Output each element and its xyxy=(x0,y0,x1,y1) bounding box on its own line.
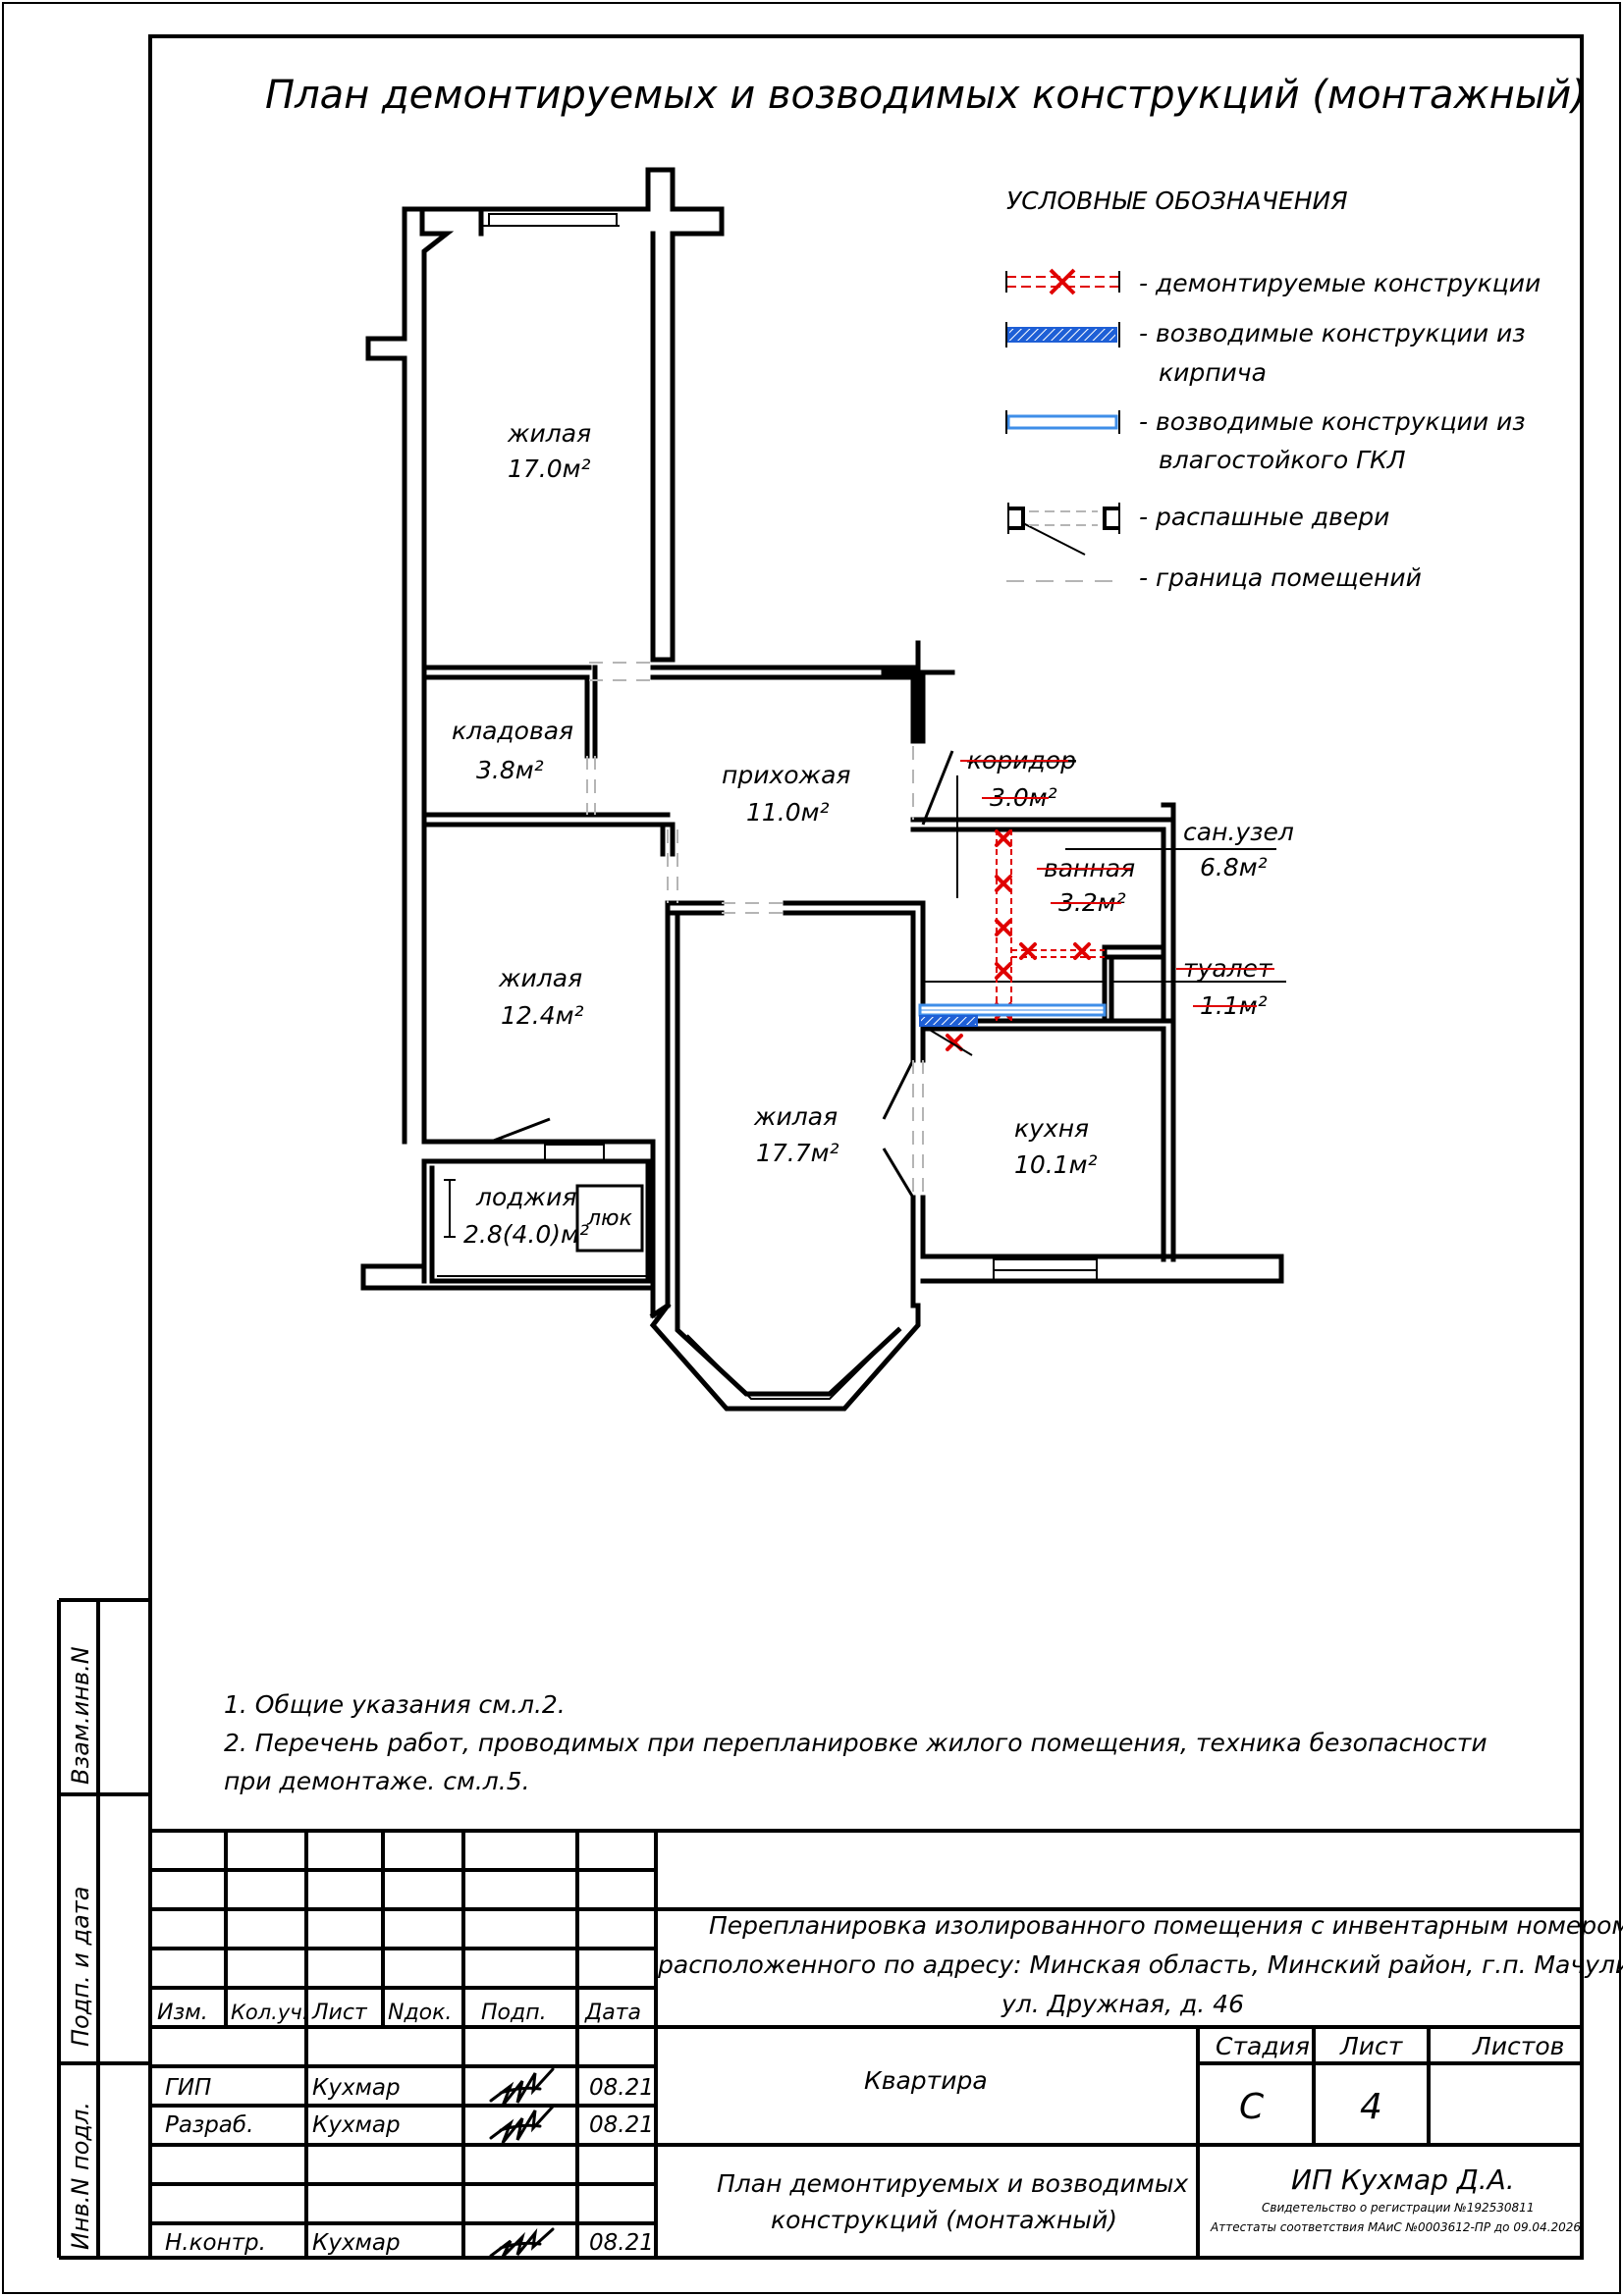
room-hall-name: прихожая xyxy=(722,761,850,789)
side-stamp xyxy=(57,1598,150,2260)
project-line3: ул. Дружная, д. 46 xyxy=(1001,1990,1244,2018)
room-kitchen-area: 10.1м² xyxy=(1014,1150,1098,1179)
room-living2-name: жилая xyxy=(498,964,582,992)
room-kitchen-name: кухня xyxy=(1014,1114,1089,1143)
cert-line1: Свидетельство о регистрации №192530811 xyxy=(1262,2201,1534,2215)
legend-title: УСЛОВНЫЕ ОБОЗНАЧЕНИЯ xyxy=(1006,187,1348,215)
demolished-door xyxy=(922,1025,973,1056)
room-labels: жилая 17.0м² кладовая 3.8м² прихожая 11.… xyxy=(452,419,1294,1249)
room-sanuzel-area: 6.8м² xyxy=(1200,853,1268,881)
company-name: ИП Кухмар Д.А. xyxy=(1291,2163,1515,2196)
new-brick-wall xyxy=(919,1015,978,1027)
row-date-1: 08.21 xyxy=(589,2112,654,2138)
room-storage-area: 3.8м² xyxy=(476,756,544,784)
legend-gkl-text1: - возводимые конструкции из xyxy=(1139,407,1526,436)
note-2b: при демонтаже. см.л.5. xyxy=(224,1767,530,1795)
title-block-grid xyxy=(150,1829,1582,2258)
legend-gkl-text2: влагостойкого ГКЛ xyxy=(1159,446,1406,474)
partition-lines xyxy=(923,775,1286,983)
legend-boundary-text: - граница помещений xyxy=(1139,563,1422,592)
title-block-project: Перепланировка изолированного помещения … xyxy=(657,1911,1623,2234)
legend-door-text: - распашные двери xyxy=(1139,503,1389,531)
room-boundaries xyxy=(586,662,924,1198)
room-hall-area: 11.0м² xyxy=(746,798,830,827)
sheet-title-1: План демонтируемых и возводимых xyxy=(717,2169,1188,2198)
row-date-0: 08.21 xyxy=(589,2075,654,2101)
legend-brick-text2: кирпича xyxy=(1159,358,1267,387)
row-name-1: Кухмар xyxy=(312,2112,401,2138)
hatch-box xyxy=(575,1184,644,1253)
loggia-mark xyxy=(444,1179,456,1238)
project-line2: расположенного по адресу: Минская област… xyxy=(657,1950,1623,1979)
row-role-0: ГИП xyxy=(165,2075,211,2101)
room-loggia-area: 2.8(4.0)м² xyxy=(463,1220,589,1249)
hdr-data: Дата xyxy=(584,2001,641,2025)
hdr-list: Лист xyxy=(311,2001,368,2025)
room-living3-name: жилая xyxy=(753,1102,838,1131)
row-name-0: Кухмар xyxy=(312,2075,401,2101)
legend-brick-text1: - возводимые конструкции из xyxy=(1139,319,1526,347)
sheet-title-2: конструкций (монтажный) xyxy=(771,2206,1117,2234)
side-podp: Подп. и дата xyxy=(67,1887,94,2048)
room-storage-name: кладовая xyxy=(452,717,573,745)
object-name: Квартира xyxy=(864,2066,988,2095)
windows xyxy=(437,213,1098,1400)
legend-door-symbol xyxy=(1007,503,1120,556)
room-hatch-label: люк xyxy=(586,1206,633,1231)
legend-brick-symbol xyxy=(1005,322,1120,347)
new-gkl-wall xyxy=(918,1003,1107,1017)
legend-gkl-symbol xyxy=(1005,410,1120,434)
legend: УСЛОВНЫЕ ОБОЗНАЧЕНИЯ - демонтируемые кон… xyxy=(1005,187,1541,592)
title-block-headers: Изм. Кол.уч. Лист Nдок. Подп. Дата xyxy=(157,2001,641,2025)
side-inv: Инв.N подл. xyxy=(67,2102,94,2250)
sheet-value: 4 xyxy=(1360,2087,1382,2127)
row-role-2: Н.контр. xyxy=(165,2230,266,2256)
note-1: 1. Общие указания см.л.2. xyxy=(224,1690,566,1719)
row-name-2: Кухмар xyxy=(312,2230,401,2256)
row-role-1: Разраб. xyxy=(165,2112,253,2138)
room-living1-name: жилая xyxy=(507,419,591,448)
notes: 1. Общие указания см.л.2. 2. Перечень ра… xyxy=(224,1690,1488,1795)
sheets-label: Листов xyxy=(1472,2032,1564,2060)
walls xyxy=(360,167,1284,1412)
note-2a: 2. Перечень работ, проводимых при перепл… xyxy=(224,1729,1488,1757)
project-line1: Перепланировка изолированного помещения … xyxy=(709,1911,1623,1940)
room-living3-area: 17.7м² xyxy=(756,1139,839,1167)
hdr-podp: Подп. xyxy=(481,2001,547,2025)
legend-demolish-symbol xyxy=(1005,268,1120,295)
row-date-2: 08.21 xyxy=(589,2230,654,2256)
hdr-ndok: Nдок. xyxy=(388,2001,452,2025)
side-vzam: Взам.инв.N xyxy=(67,1646,94,1785)
drawing-title: План демонтируемых и возводимых конструк… xyxy=(265,73,1587,118)
title-block-rows: ГИП Кухмар 08.21 Разраб. Кухмар 08.21 Н.… xyxy=(165,2075,654,2256)
sheet-label: Лист xyxy=(1339,2032,1404,2060)
door-swings xyxy=(490,750,954,1199)
floor-plan xyxy=(360,167,1286,1412)
legend-demolish-text: - демонтируемые конструкции xyxy=(1139,269,1541,297)
title-block-stage: Стадия Лист Листов С 4 ИП Кухмар Д.А. Св… xyxy=(1210,2032,1581,2234)
room-sanuzel-name: сан.узел xyxy=(1183,818,1294,846)
stage-value: С xyxy=(1239,2087,1265,2127)
cert-line2: Аттестаты соответствия МАиС №0003612-ПР … xyxy=(1210,2220,1581,2234)
room-living1-area: 17.0м² xyxy=(508,454,591,483)
room-loggia-name: лоджия xyxy=(475,1183,576,1211)
signatures xyxy=(489,2067,555,2259)
stage-label: Стадия xyxy=(1216,2032,1310,2060)
room-living2-area: 12.4м² xyxy=(501,1001,584,1030)
hdr-kol: Кол.уч. xyxy=(231,2001,308,2024)
hdr-izm: Изм. xyxy=(157,2001,208,2025)
